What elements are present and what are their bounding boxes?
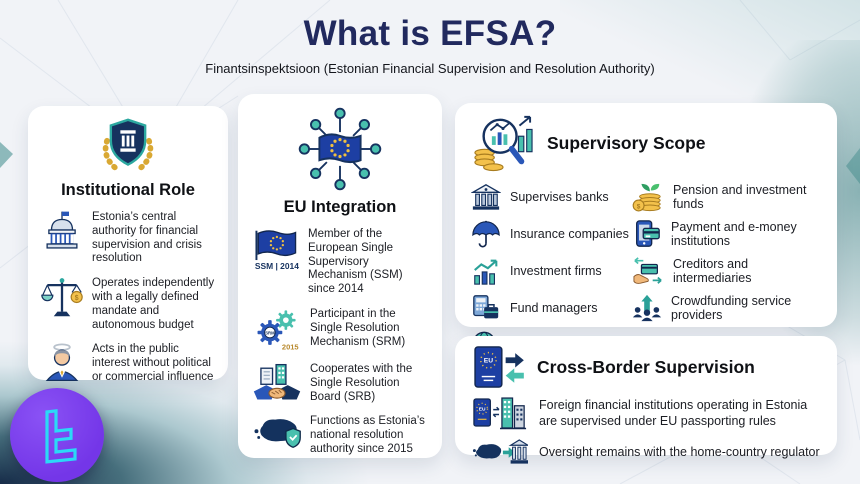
item-text: Functions as Estonia’s national resoluti… (310, 415, 425, 455)
magnifier-chart-coins-icon (474, 115, 533, 172)
eu-flag-network-icon (298, 107, 382, 191)
card-title-eu-integration: EU Integration (283, 198, 397, 216)
item-text: Fund managers (510, 300, 598, 315)
coins-plant-icon: $ (632, 183, 661, 212)
svg-text:SRM: SRM (265, 330, 275, 335)
list-item: Creditors and intermediaries (632, 256, 821, 286)
card-title-cross-border: Cross-Border Supervision (537, 356, 755, 377)
item-text: Operates independently with a legally de… (92, 277, 215, 331)
list-item: Functions as Estonia’s national resoluti… (252, 413, 428, 456)
calculator-briefcase-icon (473, 295, 499, 319)
hand-card-icon (633, 257, 662, 284)
srm-gears-icon: SRM 2015 (257, 310, 299, 351)
svg-text:SSM | 2014: SSM | 2014 (255, 261, 299, 271)
card-eu-integration: EU Integration SSM | 2014 Member of the … (238, 94, 442, 458)
page-title: What is EFSA? (303, 14, 557, 53)
phone-card-icon (636, 220, 660, 247)
item-text: Pension and investment funds (673, 182, 807, 211)
item-text: Estonia’s central authority for financia… (92, 211, 202, 265)
brand-logo (10, 388, 104, 482)
item-text: Supervises banks (510, 189, 609, 204)
card-title-institutional-role: Institutional Role (61, 181, 195, 199)
card-cross-border-supervision: EU Cross-Border Supervision EU Foreign (455, 336, 837, 464)
eu-flag-ssm-icon: SSM | 2014 (255, 230, 299, 271)
item-text: Foreign financial institutions operating… (539, 397, 808, 428)
passport-building-icon: EU (473, 397, 527, 430)
header: What is EFSA? Finantsinspektsioon (Eston… (0, 14, 860, 76)
card-institutional-role: Institutional Role Estonia’s central aut… (28, 106, 228, 383)
item-text: Crowdfunding service providers (671, 293, 792, 322)
list-item: SSM | 2014 Member of the European Single… (252, 226, 428, 297)
list-item: $ Pension and investment funds (632, 182, 821, 212)
svg-text:$: $ (637, 203, 641, 210)
scope-right-column: $ Pension and investment funds P (632, 175, 821, 360)
list-item: Payment and e-money institutions (632, 219, 821, 249)
svg-text:2015: 2015 (282, 342, 299, 351)
handshake-buildings-icon (253, 363, 301, 400)
list-item: Cooperates with the Single Resolution Bo… (252, 361, 428, 404)
estonia-map-shield-icon (254, 419, 301, 449)
bank-icon (471, 184, 501, 210)
balance-scale-icon: $ (41, 278, 83, 317)
shield-laurel-icon (102, 118, 154, 174)
item-text: Investment firms (510, 263, 602, 278)
page-subtitle: Finantsinspektsioon (Estonian Financial … (205, 61, 655, 76)
item-text: Insurance companies (510, 226, 629, 241)
umbrella-icon (472, 220, 500, 248)
item-text: Participant in the Single Resolution Mec… (310, 307, 406, 348)
growth-chart-icon (474, 259, 498, 285)
item-text: Oversight remains with the home-country … (539, 444, 820, 459)
eu-passport-arrows-icon: EU (474, 346, 524, 388)
item-text: Cooperates with the Single Resolution Bo… (310, 362, 413, 403)
list-item: Investment firms (471, 256, 632, 286)
list-item: SRM 2015 Participant in the Single Resol… (252, 306, 428, 352)
item-text: Creditors and intermediaries (673, 256, 752, 285)
list-item: Insurance companies (471, 219, 632, 249)
card-supervisory-scope: Supervisory Scope Supervises banks (455, 103, 837, 360)
list-item: Acts in the public interest without poli… (40, 341, 216, 384)
brand-logo-glyph-icon (45, 409, 77, 464)
svg-text:EU: EU (484, 358, 493, 365)
capitol-building-icon (46, 211, 78, 249)
list-item: $ Operates independently with a legally … (40, 275, 216, 332)
item-text: Payment and e-money institutions (671, 219, 797, 248)
public-servant-icon (45, 343, 79, 382)
list-item: Crowdfunding service providers (632, 293, 821, 323)
card-title-supervisory-scope: Supervisory Scope (547, 132, 706, 153)
estonia-to-regulator-icon (472, 439, 528, 464)
crowdfunding-icon (632, 294, 662, 322)
list-item: Estonia’s central authority for financia… (40, 209, 216, 266)
list-item: Fund managers (471, 293, 632, 323)
item-text: Acts in the public interest without poli… (92, 343, 214, 383)
svg-text:$: $ (75, 295, 79, 302)
list-item: Oversight remains with the home-country … (471, 438, 821, 467)
scope-left-column: Supervises banks Insurance companies (471, 175, 632, 360)
list-item: EU Foreign financial institutions operat… (471, 396, 821, 431)
item-text: Member of the European Single Supervisor… (308, 228, 403, 296)
list-item: Supervises banks (471, 182, 632, 212)
svg-text:EU: EU (479, 407, 486, 413)
